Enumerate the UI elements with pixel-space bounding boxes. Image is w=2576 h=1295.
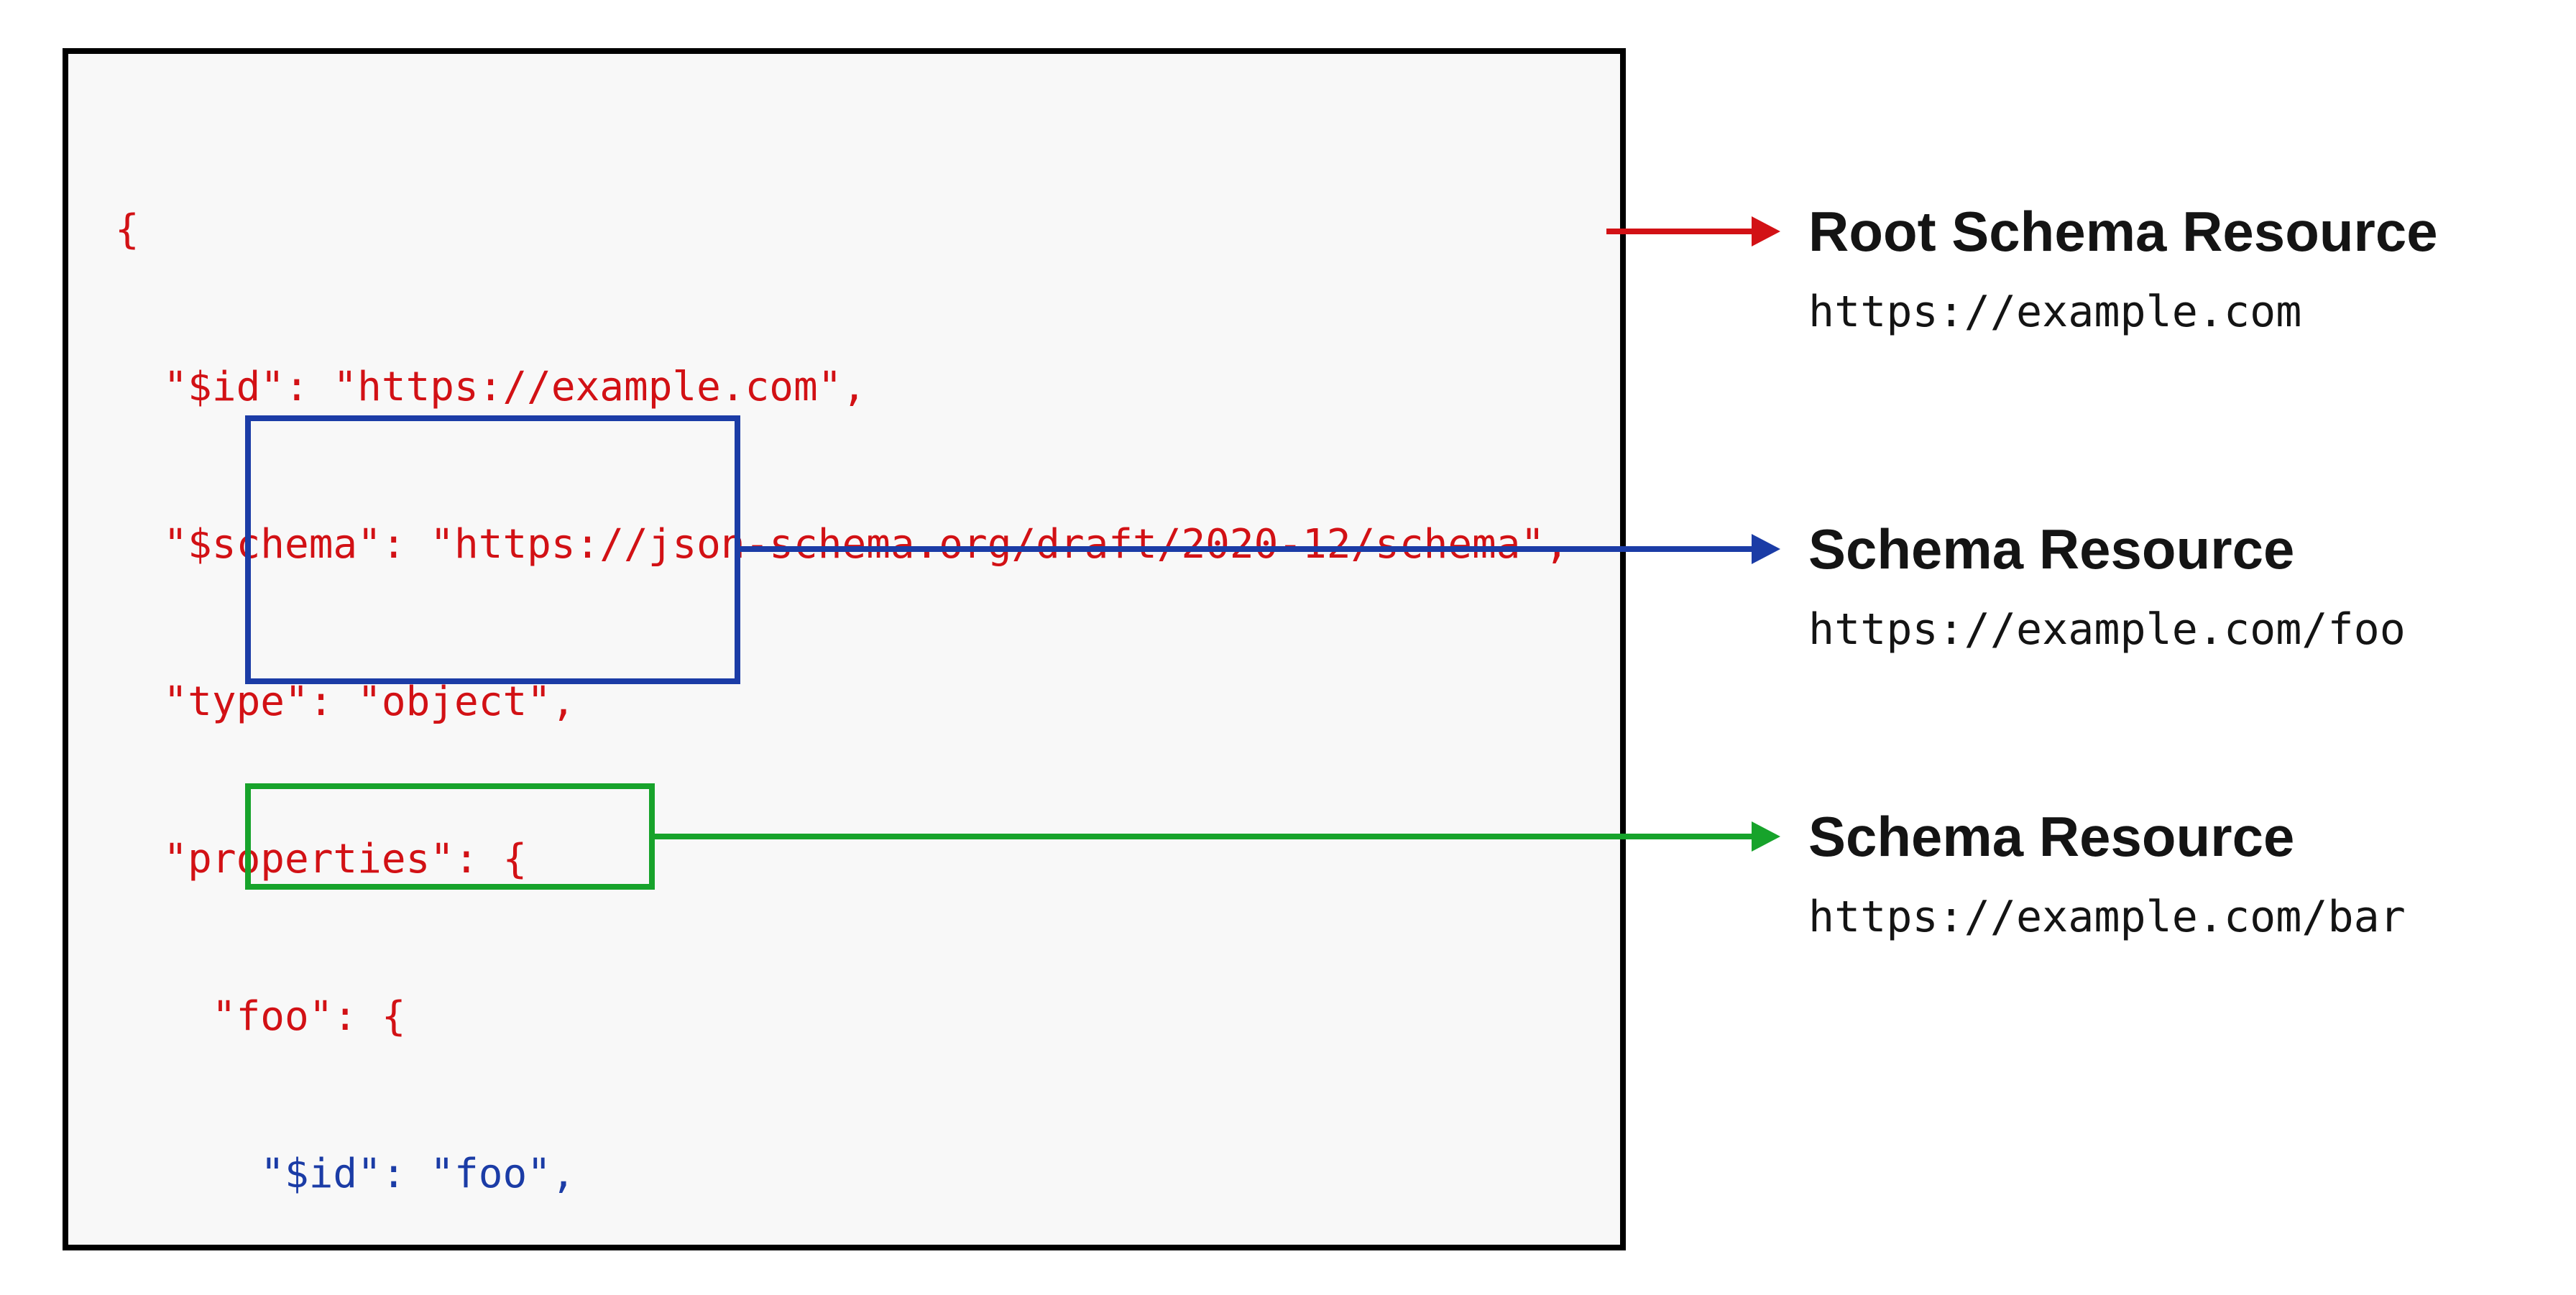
annotation-title: Root Schema Resource	[1808, 200, 2438, 263]
bar-schema-annotation: Schema Resource https://example.com/bar	[1808, 802, 2406, 943]
code-line: {	[115, 206, 139, 253]
root-schema-arrow-icon	[1606, 216, 1780, 246]
foo-schema-arrow-icon	[737, 534, 1780, 564]
foo-schema-annotation: Schema Resource https://example.com/foo	[1808, 515, 2406, 655]
code-line-foo-id: "$id": "foo",	[115, 1151, 576, 1197]
json-schema-code-block: { "$id": "https://example.com", "$schema…	[115, 98, 1569, 1295]
code-line: "$id": "https://example.com",	[115, 364, 867, 410]
schema-code-panel	[63, 48, 1626, 1250]
bar-schema-resource-box	[245, 783, 655, 890]
code-line: "type": "object",	[115, 678, 576, 725]
foo-schema-resource-box	[245, 415, 740, 684]
bar-schema-arrow-icon	[650, 821, 1780, 852]
annotation-url: https://example.com/bar	[1808, 892, 2406, 942]
code-line-schema: "$schema": "https://json-schema.org/draf…	[115, 521, 1569, 568]
code-line: "properties": {	[115, 836, 528, 882]
annotation-title: Schema Resource	[1808, 805, 2295, 868]
annotation-url: https://example.com/foo	[1808, 604, 2406, 655]
annotation-url: https://example.com	[1808, 287, 2302, 337]
annotation-title: Schema Resource	[1808, 517, 2295, 581]
code-line: "foo": {	[115, 993, 406, 1040]
root-schema-annotation: Root Schema Resource https://example.com	[1808, 197, 2438, 338]
